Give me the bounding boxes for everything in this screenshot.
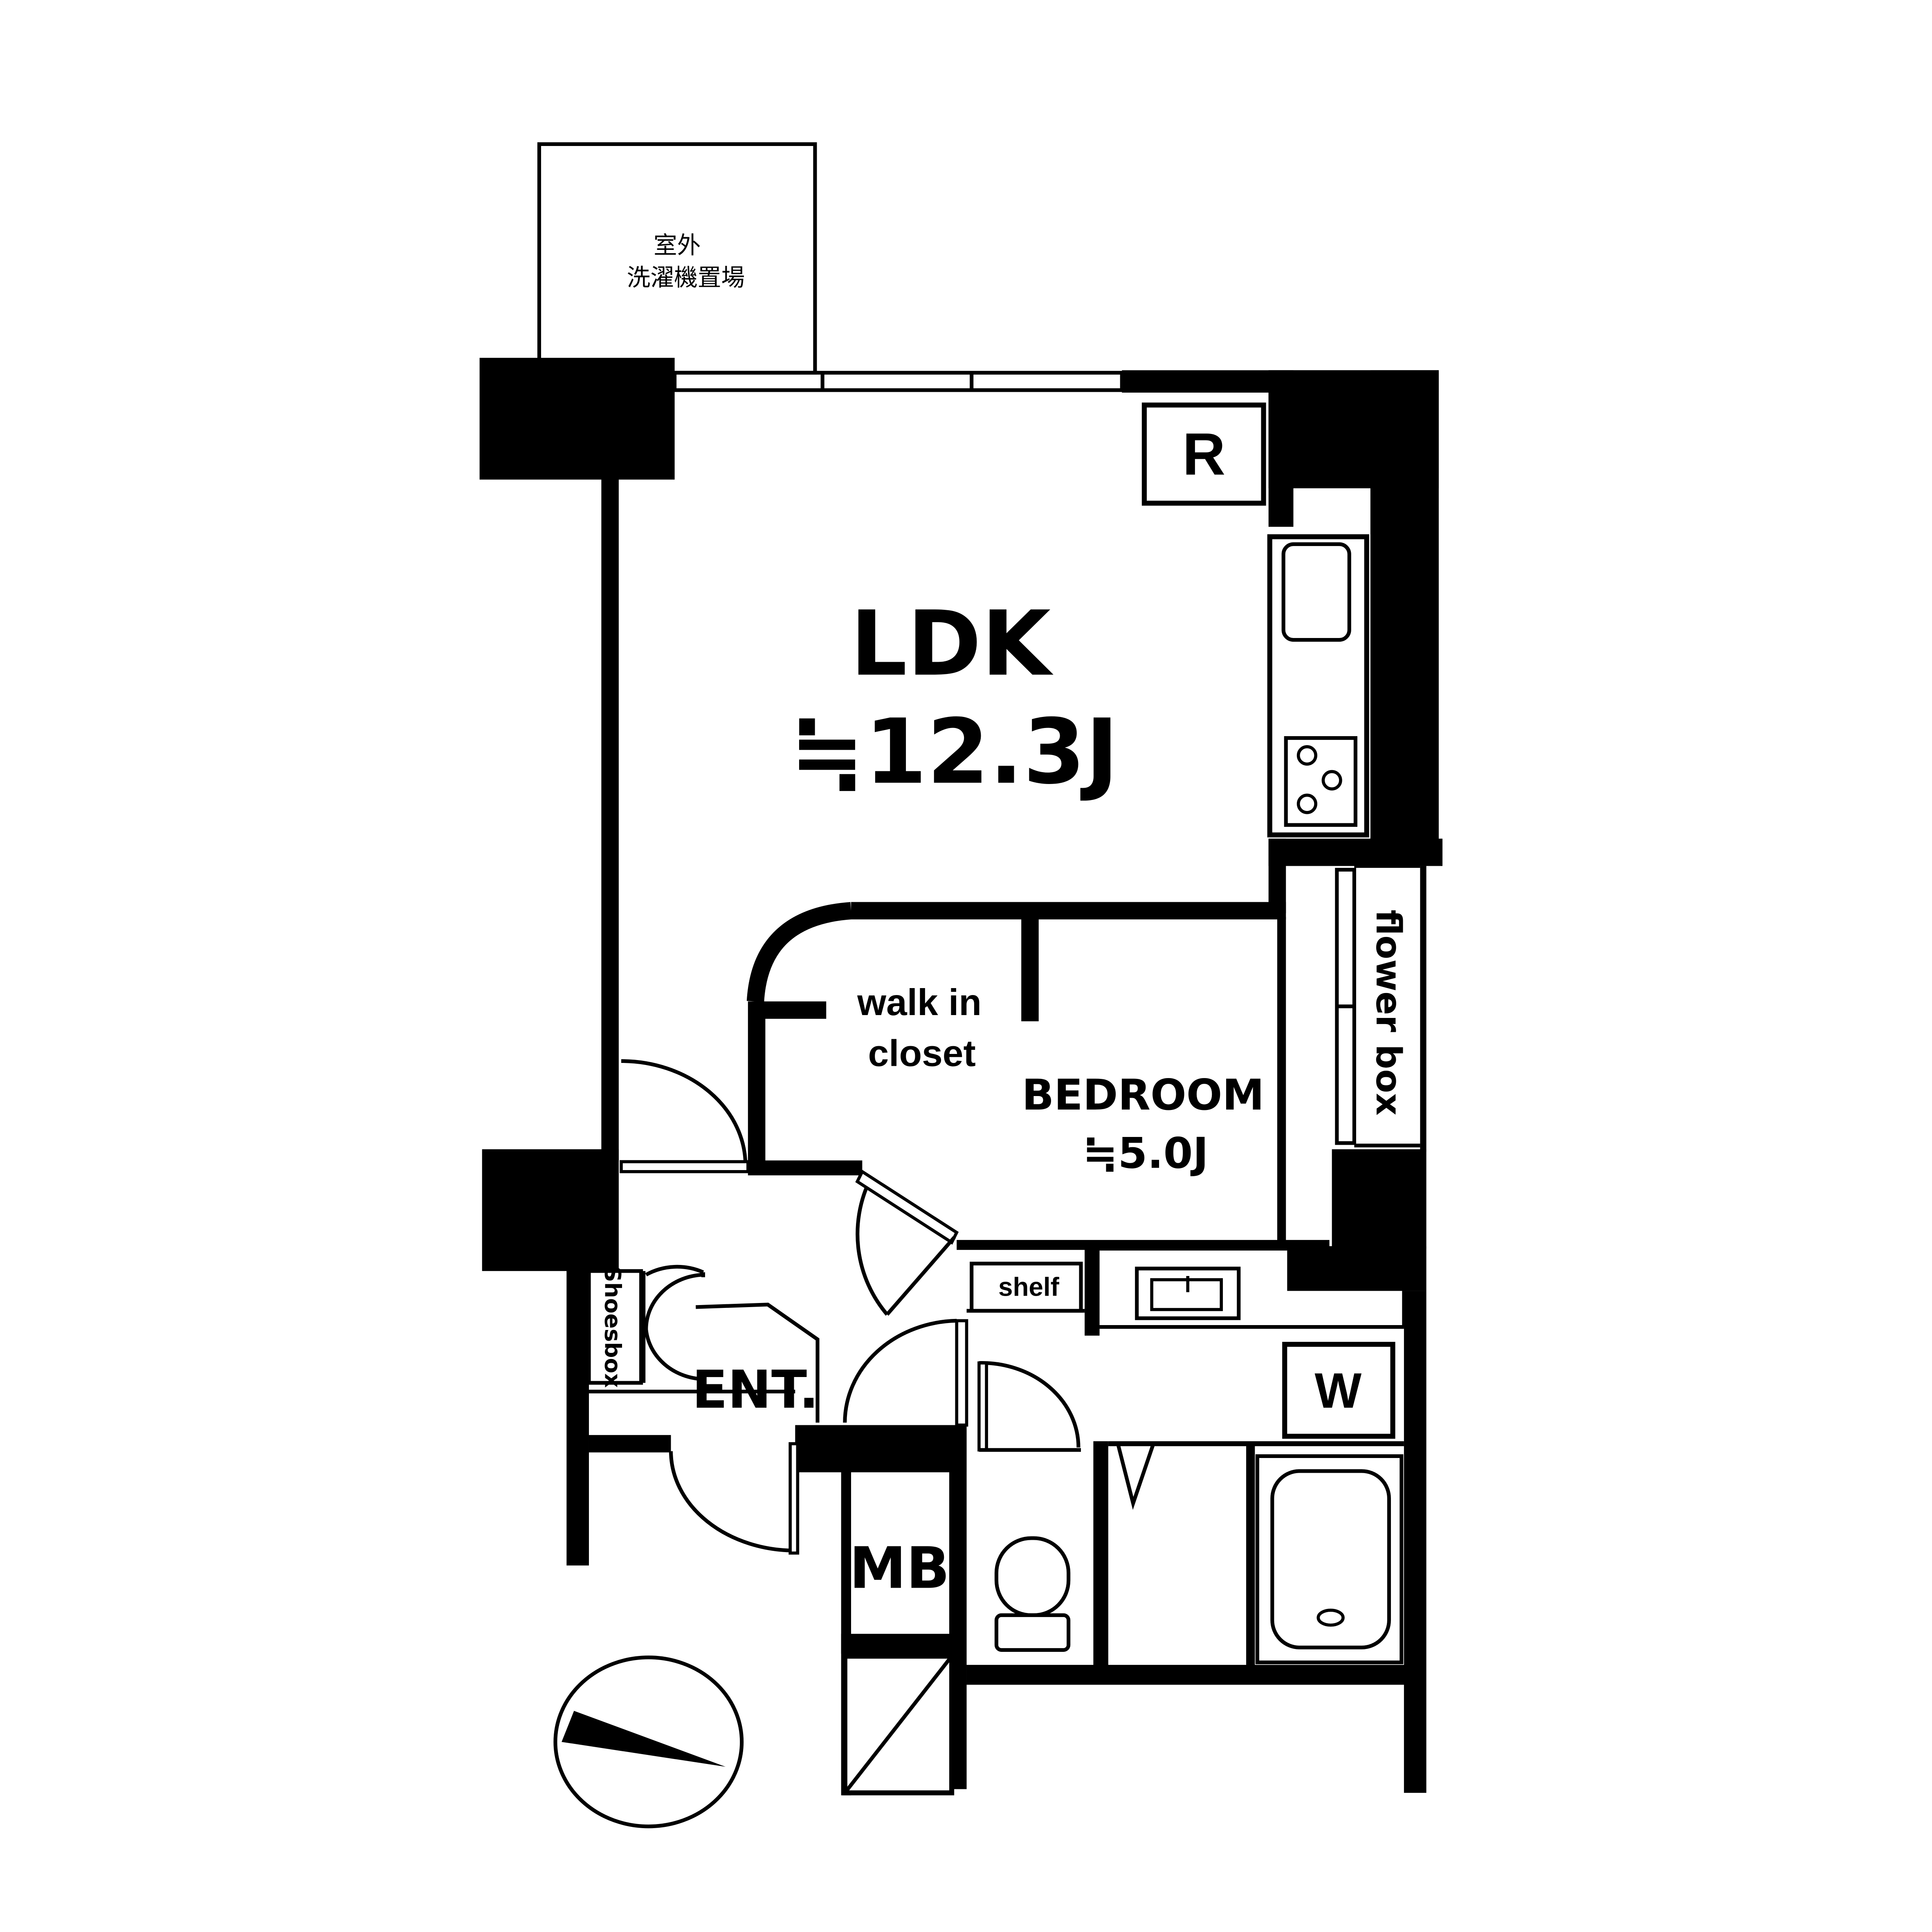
walk-in-closet-label-line2: closet (868, 1033, 975, 1074)
door-swing (621, 1059, 748, 1166)
closet-curved-wall (746, 902, 852, 1002)
door-swing (669, 1451, 795, 1552)
doors (620, 1059, 1155, 1555)
bedroom-label: BEDROOM (1022, 1071, 1264, 1120)
kitchen-counter (1267, 534, 1369, 838)
storage-cabinet (842, 1653, 955, 1795)
north-arrow-icon (553, 1656, 744, 1829)
shoes-box-label: Shoesbox (600, 1266, 626, 1388)
outdoor-laundry-label-line1: 室外 (654, 233, 701, 259)
shoes-box: Shoesbox (587, 1266, 643, 1388)
ldk-area: ≒12.3J (790, 700, 1119, 804)
outdoor-laundry-area: 室外 洗濯機置場 (537, 142, 817, 375)
walk-in-closet-label-line1: walk in (857, 982, 982, 1023)
washbasin (1135, 1267, 1241, 1320)
shelf: shelf (970, 1262, 1083, 1313)
stove-burner (1321, 770, 1342, 791)
washer-label: W (1315, 1363, 1362, 1418)
entrance-step (696, 1303, 820, 1423)
bedroom-area: ≒5.0J (1083, 1129, 1209, 1178)
door-swing (644, 1265, 704, 1381)
stove-burner (1296, 745, 1317, 766)
shelf-label: shelf (998, 1272, 1060, 1302)
door-swing (979, 1361, 1081, 1448)
flower-box-label: flower box (1368, 910, 1409, 1115)
meter-box-label: MB (849, 1534, 950, 1601)
refrigerator: R (1141, 402, 1266, 506)
ldk-label: LDK (850, 592, 1054, 696)
door-swing (856, 1179, 889, 1316)
door-swing (843, 1319, 957, 1423)
entrance-label: ENT. (692, 1360, 819, 1420)
windows (589, 371, 1420, 1447)
toilet (994, 1536, 1071, 1652)
refrigerator-label: R (1182, 420, 1225, 487)
bathtub (1255, 1454, 1404, 1665)
washer: W (1282, 1341, 1395, 1439)
stove-burner (1296, 793, 1317, 814)
outdoor-laundry-label-line2: 洗濯機置場 (627, 265, 745, 291)
